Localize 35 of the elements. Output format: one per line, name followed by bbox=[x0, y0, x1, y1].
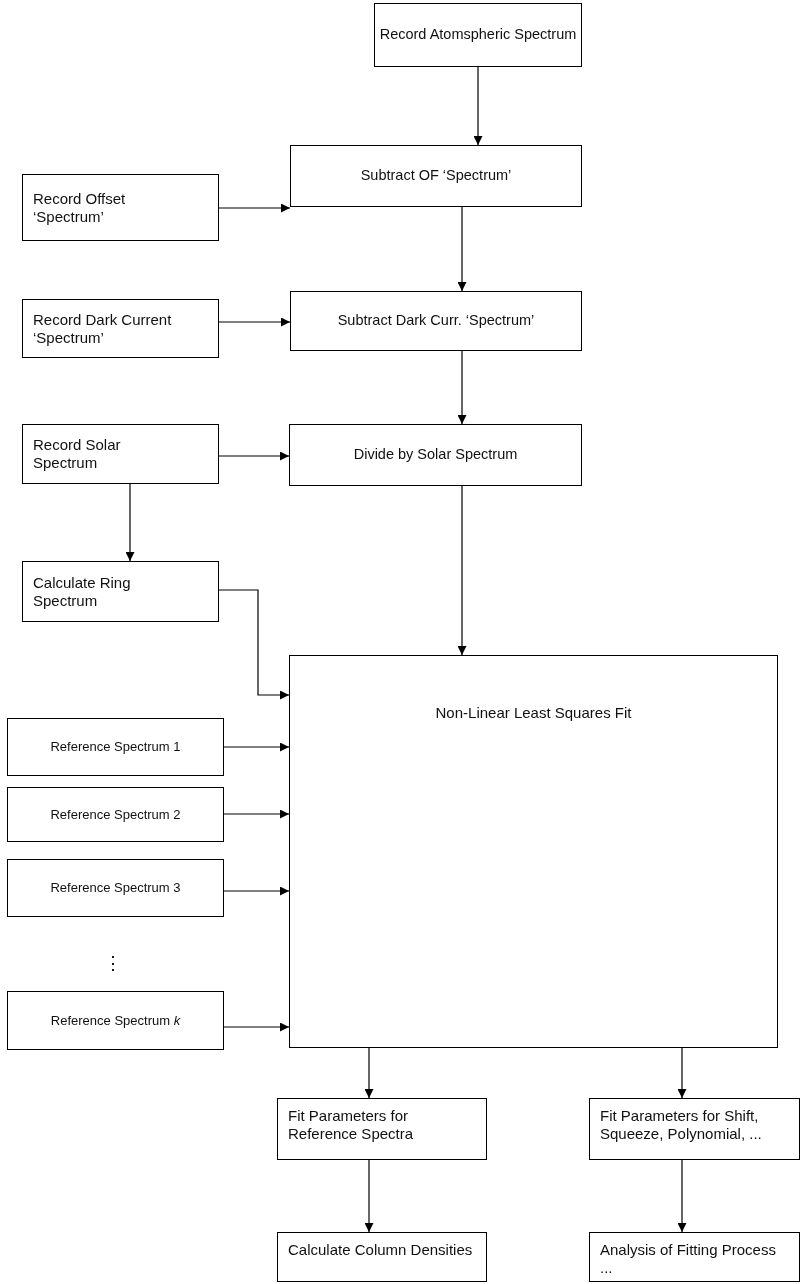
arrow bbox=[677, 1047, 687, 1099]
process-box: Fit Parameters for Reference Spectra bbox=[277, 1098, 487, 1160]
process-box: Record Atomspheric Spectrum bbox=[374, 3, 582, 67]
arrow bbox=[473, 66, 483, 146]
process-box: Analysis of Fitting Process ... bbox=[589, 1232, 800, 1282]
process-box: Calculate Column Densities bbox=[277, 1232, 487, 1282]
process-box: Calculate Ring Spectrum bbox=[22, 561, 219, 622]
arrow bbox=[218, 589, 290, 700]
arrow bbox=[677, 1159, 687, 1233]
process-box: Reference Spectrum k bbox=[7, 991, 224, 1050]
process-box: Record Solar Spectrum bbox=[22, 424, 219, 484]
arrow bbox=[364, 1047, 374, 1099]
arrow bbox=[223, 742, 290, 752]
ellipsis-mark: ⋮ bbox=[104, 952, 122, 974]
arrow bbox=[218, 203, 291, 213]
process-box: Divide by Solar Spectrum bbox=[289, 424, 582, 486]
process-box: Record Offset ‘Spectrum’ bbox=[22, 174, 219, 241]
process-box: Reference Spectrum 2 bbox=[7, 787, 224, 842]
process-box: Record Dark Current ‘Spectrum’ bbox=[22, 299, 219, 358]
process-box: Subtract Dark Curr. ‘Spectrum’ bbox=[290, 291, 582, 351]
arrow bbox=[218, 451, 290, 461]
arrow bbox=[125, 483, 135, 562]
arrow bbox=[364, 1159, 374, 1233]
process-box: Fit Parameters for Shift, Squeeze, Polynomial, ... bbox=[589, 1098, 800, 1160]
arrow bbox=[218, 317, 291, 327]
arrow bbox=[457, 350, 467, 425]
arrow bbox=[457, 206, 467, 292]
process-box: Reference Spectrum 3 bbox=[7, 859, 224, 917]
process-box: Reference Spectrum 1 bbox=[7, 718, 224, 776]
arrow bbox=[223, 1022, 290, 1032]
process-box: Subtract OF ‘Spectrum’ bbox=[290, 145, 582, 207]
process-box: Non-Linear Least Squares Fit bbox=[289, 655, 778, 1048]
arrow bbox=[223, 886, 290, 896]
arrow bbox=[457, 485, 467, 656]
arrow bbox=[223, 809, 290, 819]
